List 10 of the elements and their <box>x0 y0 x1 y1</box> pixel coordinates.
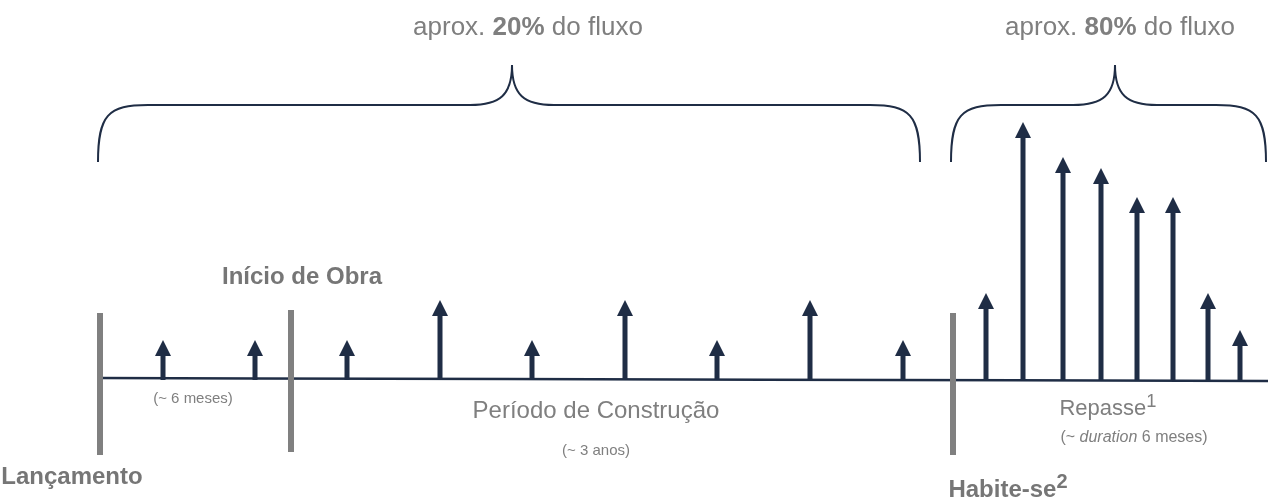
period-label: Período de Construção <box>472 396 720 424</box>
brace-caption: aprox. 20% do fluxo <box>413 12 643 42</box>
duration-label: (~ duration 6 meses) <box>1060 428 1208 447</box>
period-label: Repasse$^{1}$ <box>1059 390 1157 421</box>
milestone-label: Lançamento <box>1 462 143 490</box>
duration-label: (~ 3 anos) <box>562 441 630 459</box>
milestone-label: Habite-se$^{2}$ <box>948 470 1068 502</box>
brace-caption: aprox. 80% do fluxo <box>1005 12 1235 42</box>
milestone-label: Início de Obra <box>222 262 382 290</box>
duration-label: (~ 6 meses) <box>153 389 233 407</box>
